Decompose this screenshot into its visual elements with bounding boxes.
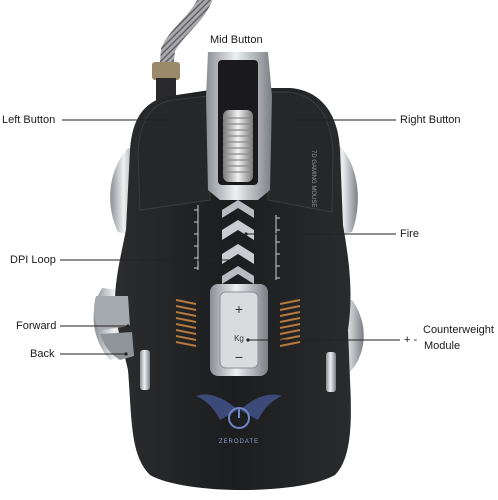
label-mid-button: Mid Button [210, 34, 263, 46]
scroll-wheel-ridges [223, 117, 253, 173]
spring-left [175, 299, 197, 347]
cable-connector [152, 62, 180, 80]
forward-button[interactable] [93, 296, 130, 330]
label-dpi-loop: DPI Loop [10, 254, 56, 266]
dpi-scale-right [275, 215, 280, 280]
left-chrome-strip [140, 350, 150, 390]
spring-right [279, 299, 301, 347]
label-left-button: Left Button [2, 114, 56, 126]
weight-unit-label: Kg [234, 334, 244, 343]
left-button-panel[interactable] [137, 95, 211, 211]
counterweight-module[interactable] [219, 291, 259, 369]
weight-plus-symbol: + [235, 301, 243, 317]
label-fire: Fire [400, 228, 419, 240]
label-back: Back [30, 348, 55, 360]
label-counterweight-sign: + - [404, 334, 418, 346]
chevron-up-button[interactable] [222, 200, 254, 218]
leader-dpi-loop-dot [232, 258, 236, 262]
label-counterweight-line2: Module [424, 340, 461, 352]
leader-forward-dot [126, 324, 130, 328]
leader-lines [60, 118, 400, 356]
chevron-bottom-button[interactable] [222, 266, 254, 284]
dpi-scale-left [194, 205, 199, 270]
leader-fire-dot [244, 232, 248, 236]
leader-back-dot [124, 352, 128, 356]
power-icon [228, 407, 250, 429]
weight-minus-symbol: − [235, 349, 243, 365]
cable-strain-relief [156, 78, 176, 100]
label-counterweight-line1: Counterweight [423, 324, 494, 336]
leader-right-button-dot [296, 118, 300, 122]
right-chrome-strip [326, 352, 336, 392]
scroll-wheel[interactable] [223, 110, 253, 182]
braided-cable [159, 0, 212, 79]
label-right-button: Right Button [400, 114, 461, 126]
label-forward: Forward [16, 320, 57, 332]
right-button-panel[interactable] [267, 91, 334, 213]
brand-logo [196, 394, 282, 429]
dpi-loop-button[interactable] [222, 244, 254, 264]
brand-text: ZERODATE [219, 439, 259, 445]
side-print-text: 7D GAMING MOUSE [310, 150, 316, 207]
leader-counterweight-dot [246, 338, 250, 342]
leader-left-button-dot [164, 118, 168, 122]
